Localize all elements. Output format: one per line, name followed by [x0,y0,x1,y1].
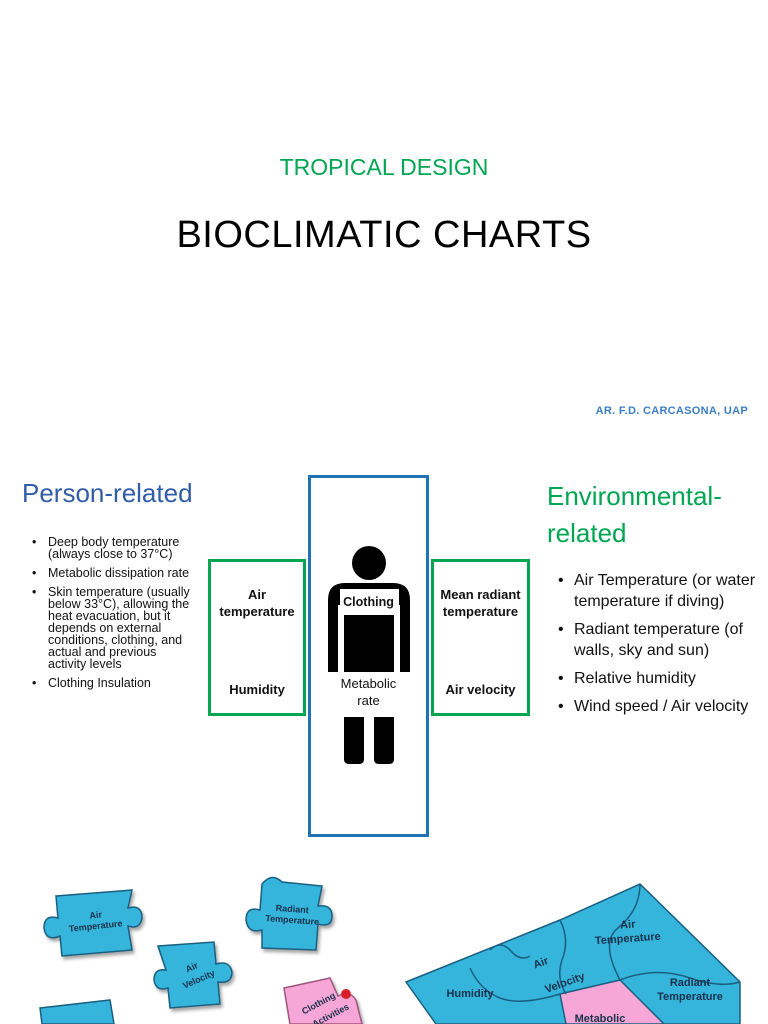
list-item: Air Temperature (or water temperature if… [558,570,758,612]
svg-text:Metabolic: Metabolic [575,1013,626,1024]
svg-text:Radiant: Radiant [275,903,309,915]
person-figure-icon [328,546,410,764]
svg-text:Air: Air [184,960,200,974]
list-item: Radiant temperature (of walls, sky and s… [558,619,758,661]
environmental-related-list: Air Temperature (or water temperature if… [558,570,758,724]
humidity-label: Humidity [229,682,285,697]
thermal-comfort-slide: Person-related Deep body temperature (al… [0,452,768,852]
svg-text:Radiant: Radiant [670,977,711,989]
slide-title: BIOCLIMATIC CHARTS [176,214,592,256]
svg-text:Air: Air [620,918,637,931]
list-item: Skin temperature (usually below 33°C), a… [32,586,194,671]
list-item: Metabolic dissipation rate [32,567,194,580]
puzzle-illustrations: Air Temperature Radiant Temperature Air … [0,870,768,1024]
list-item: Wind speed / Air velocity [558,696,758,717]
list-item: Deep body temperature (always close to 3… [32,536,194,561]
svg-text:Temperature: Temperature [265,913,319,927]
list-item: Relative humidity [558,668,758,689]
svg-text:Air: Air [532,955,551,972]
svg-text:Temperature: Temperature [657,991,723,1003]
air-velocity-label: Air velocity [445,682,516,697]
svg-text:Air: Air [89,909,103,920]
person-related-list: Deep body temperature (always close to 3… [32,536,194,696]
author-credit: AR. F.D. CARCASONA, UAP [595,405,748,417]
clothing-label: Clothing [343,595,394,609]
svg-text:Humidity: Humidity [446,988,494,1000]
environmental-related-heading: Environmental-related [547,481,722,548]
slide-subtitle: TROPICAL DESIGN [279,154,489,180]
list-item: Clothing Insulation [32,677,194,690]
svg-text:Temperature: Temperature [595,931,662,948]
puzzle-pieces-icon: Air Temperature Radiant Temperature Air … [39,876,741,1024]
person-related-heading: Person-related [22,478,193,508]
